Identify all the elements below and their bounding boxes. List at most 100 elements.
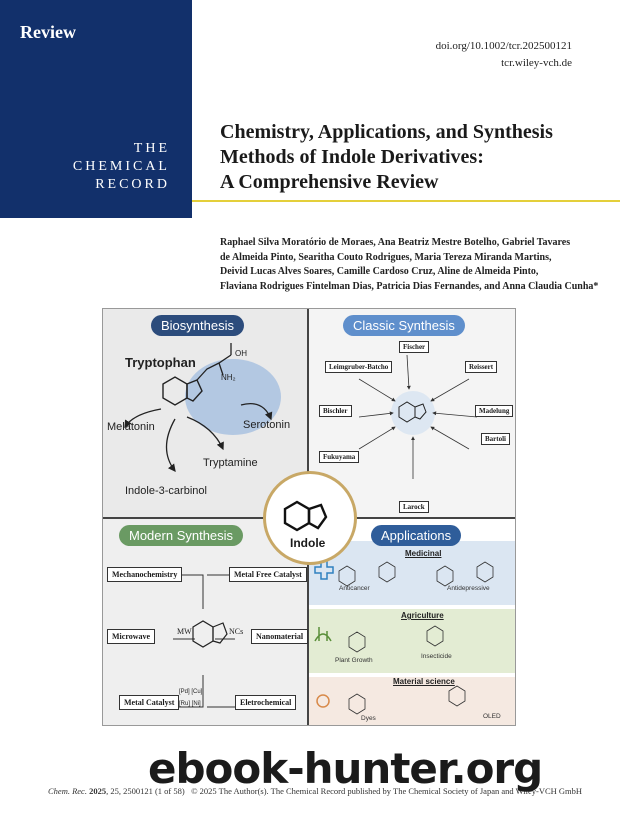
agriculture-icon — [314, 627, 332, 642]
eletrochemical-box: Eletrochemical — [235, 695, 297, 710]
modern-synthesis-label: Modern Synthesis — [119, 525, 244, 546]
microwave-box: Microwave — [107, 629, 156, 644]
bartoli-box: Bartoli — [481, 433, 510, 445]
fukuyama-box: Fukuyama — [319, 451, 360, 463]
mechanochemistry-box: Mechanochemistry — [107, 567, 183, 582]
medicinal-band — [309, 541, 515, 605]
modern-scheme — [173, 574, 235, 708]
tryptophan-label: Tryptophan — [125, 355, 196, 370]
anticancer-structure — [338, 565, 356, 587]
applications-structures — [314, 560, 494, 715]
medicinal-heading: Medicinal — [405, 549, 442, 558]
indole-pyrrole — [307, 503, 328, 530]
tryptamine-label: Tryptamine — [203, 457, 258, 469]
arrow-madelung — [432, 411, 478, 418]
nanomaterial-box: Nanomaterial — [251, 629, 309, 644]
arrow-leimgruber — [358, 378, 396, 402]
biosynthesis-scheme — [124, 343, 281, 473]
indole-core-halo — [391, 391, 435, 435]
author-line: Flaviana Rodrigues Fintelman Dias, Patri… — [220, 280, 599, 292]
biosynthesis-label: Biosynthesis — [151, 315, 244, 336]
ru-ni-label: [Ru] [Ni] — [179, 701, 201, 707]
site-link[interactable]: tcr.wiley-vch.de — [501, 57, 572, 69]
author-line: de Almeida Pinto, Searitha Couto Rodrigu… — [220, 251, 552, 263]
nh2-label: NH₂ — [221, 373, 236, 382]
article-title: Chemistry, Applications, and Synthesis M… — [220, 120, 600, 195]
indole-center-structure — [283, 500, 328, 532]
title-rule — [192, 200, 620, 202]
arrow-bartoli — [430, 426, 470, 450]
oled-label: OLED — [483, 713, 501, 720]
madelung-box: Madelung — [475, 405, 514, 417]
agriculture-band — [309, 609, 515, 673]
classic-synthesis-label: Classic Synthesis — [343, 315, 465, 336]
insecticide-structure — [426, 625, 444, 647]
modern-bracket-bottom — [173, 675, 204, 708]
indole-label: Indole — [290, 536, 326, 550]
title-line: Methods of Indole Derivatives: — [220, 146, 484, 168]
antidepressive-structure-2 — [476, 561, 494, 583]
arrow-indole-carbinol — [165, 418, 176, 473]
journal-sidebar: Review THE CHEMICAL RECORD — [0, 0, 192, 218]
metal-free-catalyst-box: Metal Free Catalyst — [229, 567, 307, 582]
journal-line: RECORD — [95, 177, 170, 192]
citation-rest: , 25, 2500121 (1 of 58) — [106, 786, 185, 796]
agriculture-heading: Agriculture — [401, 611, 444, 620]
mw-label: MW — [177, 627, 192, 636]
tryptophan-highlight — [185, 359, 281, 435]
author-list: Raphael Silva Moratório de Moraes, Ana B… — [220, 236, 600, 294]
watermark: ebook-hunter.org — [148, 744, 543, 793]
modern-bracket-top — [173, 574, 204, 609]
title-line: Chemistry, Applications, and Synthesis — [220, 121, 553, 143]
oled-structure — [448, 685, 466, 707]
citation-year: 2025 — [89, 786, 107, 796]
bischler-box: Bischler — [319, 405, 352, 417]
leimgruber-batcho-box: Leimgruber-Batcho — [325, 361, 393, 373]
dyes-label: Dyes — [361, 715, 376, 722]
larock-box: Larock — [399, 501, 429, 513]
journal-name: THE CHEMICAL RECORD — [73, 140, 170, 194]
modern-indole — [192, 620, 214, 648]
page-footer: Chem. Rec. 2025, 25, 2500121 (1 of 58) ©… — [48, 786, 582, 796]
section-label: Review — [20, 22, 76, 42]
plant-growth-structure — [348, 631, 366, 653]
arrow-fischer — [406, 354, 411, 390]
material-band — [309, 677, 515, 725]
material-science-heading: Material science — [393, 677, 455, 686]
doi-link[interactable]: doi.org/10.1002/tcr.202500121 — [435, 40, 572, 52]
applications-label: Applications — [371, 525, 462, 546]
indole-core-pyrrole — [414, 403, 427, 420]
citation-journal: Chem. Rec. — [48, 786, 87, 796]
melatonin-label: Melatonin — [107, 421, 155, 433]
oh-label: OH — [235, 349, 247, 358]
insecticide-label: Insecticide — [421, 653, 452, 660]
arrow-melatonin — [124, 408, 162, 429]
antidepressive-structure — [436, 565, 454, 587]
modern-indole-pyrrole — [212, 622, 228, 644]
anticancer-structure-2 — [378, 561, 396, 583]
serotonin-label: Serotonin — [243, 419, 291, 431]
pd-cu-label: [Pd] [Cu] — [179, 689, 203, 695]
arrow-reissert — [430, 378, 470, 402]
arrow-serotonin — [240, 402, 273, 421]
journal-line: CHEMICAL — [72, 159, 170, 174]
copyright-line: © 2025 The Author(s). The Chemical Recor… — [191, 786, 583, 796]
pyrrole-ring — [186, 379, 203, 402]
amine-bond — [218, 362, 224, 376]
indole-3-carbinol-label: Indole-3-carbinol — [125, 485, 207, 497]
arrow-tryptamine — [186, 416, 224, 451]
classic-scheme — [358, 354, 478, 479]
anticancer-label: Anticancer — [339, 585, 370, 592]
side-chain — [196, 354, 232, 381]
journal-line: THE — [133, 141, 170, 156]
ncs-label: NCs — [229, 627, 244, 636]
arrow-bischler — [358, 411, 394, 418]
graphical-abstract: Biosynthesis Tryptophan OH NH₂ Melatonin… — [102, 308, 516, 726]
benzene-ring — [162, 376, 188, 406]
author-line: Raphael Silva Moratório de Moraes, Ana B… — [220, 237, 571, 248]
dyes-structure — [348, 693, 366, 715]
plant-growth-label: Plant Growth — [335, 657, 373, 664]
metal-catalyst-box: Metal Catalyst — [119, 695, 180, 710]
indole-benzene — [283, 500, 311, 532]
title-line: A Comprehensive Review — [220, 171, 439, 193]
